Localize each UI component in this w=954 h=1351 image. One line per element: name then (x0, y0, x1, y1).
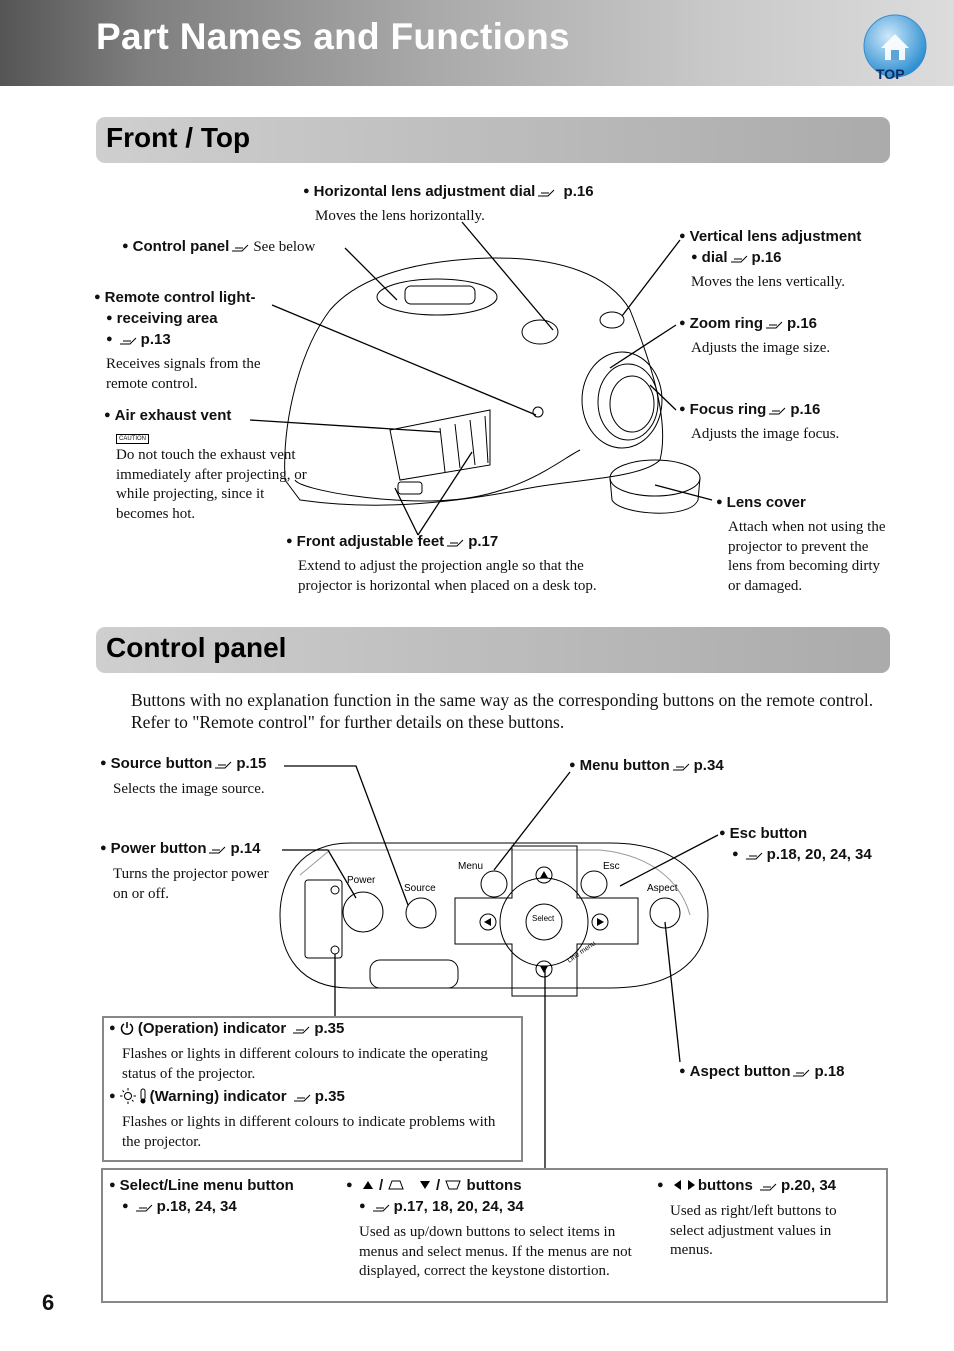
reference-icon (135, 1204, 153, 1212)
left-right-buttons-label: buttons p.20, 34 Used as right/left butt… (657, 1176, 872, 1261)
reference-icon (119, 337, 137, 345)
page-title: Part Names and Functions (96, 16, 570, 57)
page-ref[interactable]: See below (253, 239, 316, 255)
reference-icon (672, 763, 689, 771)
aspect-label: Aspect (647, 883, 678, 894)
reference-icon (759, 1183, 777, 1191)
warning-lamp-temp-icon (119, 1088, 146, 1104)
page-ref[interactable]: p.18, 24, 34 (156, 1198, 237, 1215)
reference-icon (765, 321, 783, 329)
page-ref[interactable]: p.16 (563, 183, 594, 200)
reference-icon (793, 1069, 810, 1077)
up-down-buttons-label: / / buttons p.17, 18, 20, 24, 34 Used as… (346, 1176, 641, 1282)
reference-icon (232, 244, 249, 252)
page-ref[interactable]: p.35 (314, 1088, 345, 1105)
page-ref[interactable]: p.13 (140, 331, 171, 348)
title-bar (0, 0, 954, 86)
projector-illustration (249, 221, 713, 536)
reference-icon (293, 1094, 311, 1102)
page-ref[interactable]: p.17 (468, 533, 499, 550)
page-ref[interactable]: p.16 (751, 249, 782, 266)
reference-icon (769, 407, 786, 415)
home-icon (863, 14, 927, 78)
down-arrow-icon (419, 1181, 430, 1189)
page-number: 6 (42, 1290, 55, 1315)
page-ref[interactable]: p.18 (814, 1063, 845, 1080)
reference-icon (215, 761, 232, 769)
left-right-arrows-icon (673, 1180, 695, 1190)
page-ref[interactable]: p.15 (236, 755, 267, 772)
keystone-up-icon (388, 1180, 405, 1190)
section-title: Control panel (106, 632, 287, 663)
control-panel-intro: Buttons with no explanation function in … (131, 690, 874, 732)
horizontal-dial-label: Horizontal lens adjustment dial p.16 Mov… (303, 182, 594, 227)
section-title: Front / Top (106, 122, 251, 153)
menu-label: Menu (458, 861, 483, 872)
page-ref[interactable]: p.16 (790, 401, 821, 418)
esc-button-label: Esc button p.18, 20, 24, 34 (719, 824, 872, 866)
select-label: Select (532, 914, 555, 923)
reference-icon (293, 1026, 310, 1034)
power-label: Power (347, 875, 376, 886)
page-ref[interactable]: p.18, 20, 24, 34 (766, 846, 872, 863)
control-panel-illustration: Power Source Menu Esc Aspect Select Line… (279, 765, 719, 1168)
warning-indicator-label: (Warning) indicator p.35 Flashes or ligh… (109, 1087, 514, 1152)
esc-label: Esc (603, 861, 620, 872)
source-label: Source (404, 883, 436, 894)
section-header-front-top: Front / Top (96, 117, 890, 163)
air-exhaust-vent-label: Air exhaust vent CAUTION Do not touch th… (104, 406, 319, 524)
operation-indicator-label: (Operation) indicator p.35 Flashes or li… (109, 1019, 514, 1084)
top-label: TOP (876, 66, 905, 82)
reference-icon (209, 846, 226, 854)
keystone-down-icon (445, 1180, 462, 1190)
top-button[interactable]: TOP (862, 14, 928, 84)
section-header-control-panel: Control panel (96, 627, 890, 673)
reference-icon (730, 255, 747, 263)
reference-icon (447, 539, 464, 547)
reference-icon (538, 189, 555, 197)
page-ref[interactable]: p.35 (314, 1020, 345, 1037)
caution-icon: CAUTION (116, 434, 149, 444)
page-ref[interactable]: p.14 (230, 840, 261, 857)
reference-icon (745, 852, 763, 860)
power-icon (120, 1022, 133, 1035)
buttons-box (101, 1168, 888, 1303)
lens-cover-label: Lens cover Attach when not using the pro… (716, 493, 891, 596)
page-ref[interactable]: p.16 (786, 315, 817, 332)
select-line-menu-label: Select/Line menu button p.18, 24, 34 (109, 1176, 339, 1218)
remote-receiving-area-label: Remote control light- receiving area p.1… (94, 288, 274, 394)
reference-icon (372, 1204, 390, 1212)
page-ref[interactable]: p.20, 34 (780, 1177, 837, 1194)
page-ref[interactable]: p.17, 18, 20, 24, 34 (393, 1198, 524, 1215)
indicator-box (102, 1016, 523, 1162)
up-arrow-icon (362, 1181, 373, 1189)
page-ref[interactable]: p.34 (693, 757, 724, 774)
